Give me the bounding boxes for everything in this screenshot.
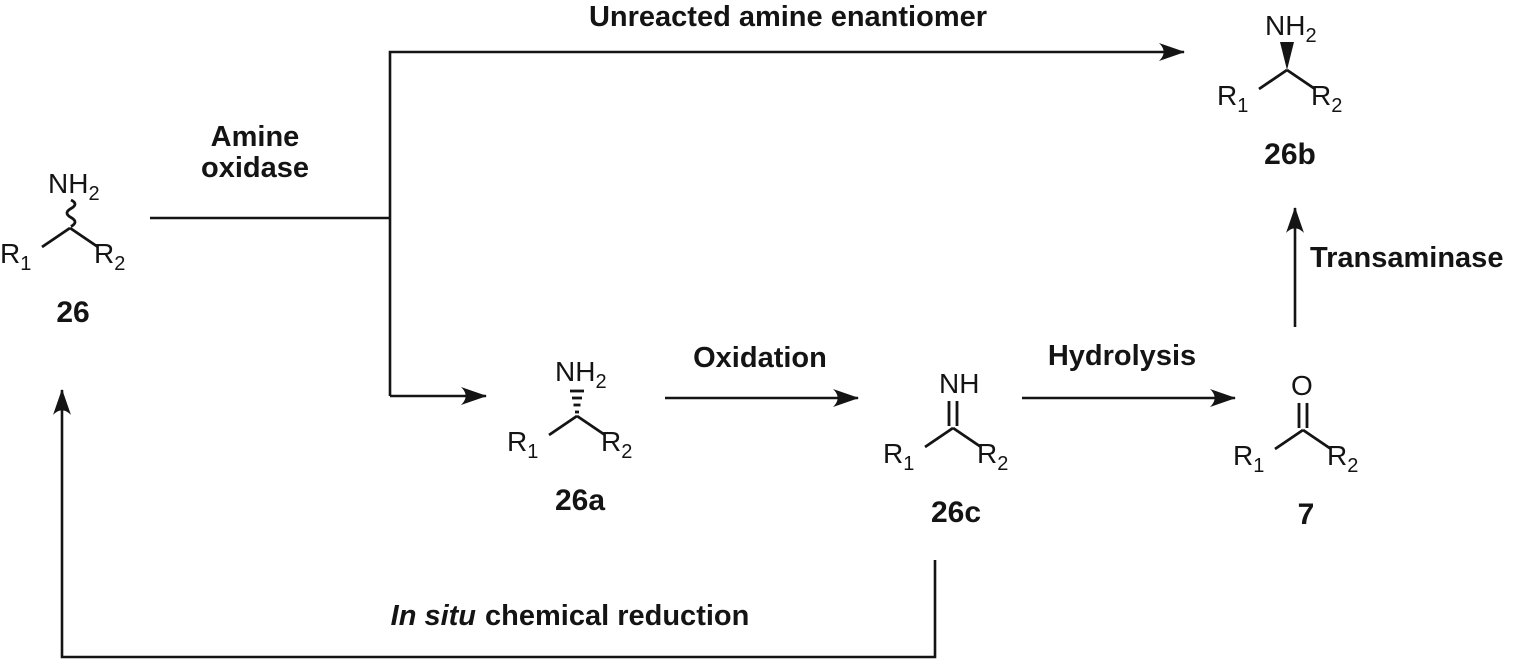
label-oxidation: Oxidation xyxy=(693,342,827,374)
atom-subscript: 2 xyxy=(997,453,1009,475)
atom-text: R xyxy=(1327,440,1348,471)
atom-subscript: 2 xyxy=(621,441,633,463)
c-r2-bond xyxy=(69,226,99,249)
label-amine-oxidase-line2: oxidase xyxy=(201,152,309,184)
atom-text: R xyxy=(1311,80,1332,111)
amine-group-label: NH2 xyxy=(555,358,607,396)
molecule-26c: NH R1 R2 26c xyxy=(881,370,1031,545)
atom-text: NH xyxy=(1265,10,1306,41)
substituent-r2-label: R2 xyxy=(1311,82,1342,120)
molecule-26-bonds xyxy=(41,198,99,249)
molecule-7: O R1 R2 7 xyxy=(1231,372,1381,547)
atom-subscript: 1 xyxy=(1253,455,1265,477)
arrow-in-situ-reduction xyxy=(53,389,937,659)
label-in-situ: In situ xyxy=(390,600,477,632)
atom-subscript: 2 xyxy=(114,253,126,275)
imine-group-label: NH xyxy=(939,370,979,408)
compound-number-26: 26 xyxy=(56,296,90,329)
atom-subscript: 1 xyxy=(20,253,32,275)
compound-number-26b: 26b xyxy=(1264,138,1316,171)
label-amine-oxidase: Amine oxidase xyxy=(135,122,375,184)
c-r2-bond xyxy=(576,414,606,437)
atom-text: R xyxy=(601,426,622,457)
atom-text: NH xyxy=(48,168,89,199)
atom-subscript: 2 xyxy=(1305,25,1317,47)
compound-number-26c: 26c xyxy=(930,496,982,529)
atom-text: R xyxy=(1217,80,1238,111)
atom-text: R xyxy=(883,438,904,469)
atom-text: R xyxy=(0,238,21,269)
molecule-26a-bonds xyxy=(548,389,606,437)
substituent-r1-label: R1 xyxy=(1233,442,1264,480)
substituent-r2-label: R2 xyxy=(94,240,125,278)
label-amine-oxidase-line1: Amine xyxy=(210,121,300,153)
wavy-bond xyxy=(65,198,77,228)
c-r1-bond xyxy=(548,414,578,437)
label-transaminase: Transaminase xyxy=(1310,242,1504,274)
atom-text: R xyxy=(94,238,115,269)
substituent-r1-label: R1 xyxy=(1217,82,1248,120)
atom-text: R xyxy=(1233,440,1254,471)
c-r2-bond xyxy=(952,426,982,449)
atom-subscript: 1 xyxy=(527,441,539,463)
molecule-7-bonds xyxy=(1274,403,1332,451)
atom-text: O xyxy=(1291,370,1313,401)
amine-group-label: NH2 xyxy=(48,170,100,208)
substituent-r2-label: R2 xyxy=(1327,442,1358,480)
arrow-unreacted-enantiomer xyxy=(388,43,1185,396)
label-chemical-reduction: chemical reduction xyxy=(485,600,750,632)
atom-text: NH xyxy=(939,368,980,399)
atom-subscript: 2 xyxy=(1331,95,1343,117)
c-r2-bond xyxy=(1286,68,1316,91)
molecule-26c-bonds xyxy=(924,401,982,449)
molecule-26b: NH2 R1 R2 26b xyxy=(1215,12,1365,187)
substituent-r2-label: R2 xyxy=(977,440,1008,478)
c-r2-bond xyxy=(1302,428,1332,451)
molecule-26b-bonds xyxy=(1258,42,1316,91)
c-r1-bond xyxy=(1258,68,1288,91)
atom-text: R xyxy=(977,438,998,469)
molecule-26a: NH2 R1 R2 26a xyxy=(505,358,655,533)
substituent-r1-label: R1 xyxy=(883,440,914,478)
substituent-r1-label: R1 xyxy=(0,240,31,278)
atom-subscript: 1 xyxy=(903,453,915,475)
atom-subscript: 2 xyxy=(595,371,607,393)
atom-subscript: 2 xyxy=(88,183,100,205)
atom-subscript: 1 xyxy=(1237,95,1249,117)
compound-number-26a: 26a xyxy=(554,484,606,517)
c-r1-bond xyxy=(1274,428,1304,451)
molecule-26: NH2 R1 R2 26 xyxy=(0,170,148,345)
substituent-r2-label: R2 xyxy=(601,428,632,466)
ketone-oxygen-label: O xyxy=(1291,372,1313,410)
atom-text: R xyxy=(507,426,528,457)
substituent-r1-label: R1 xyxy=(507,428,538,466)
atom-subscript: 2 xyxy=(1347,455,1359,477)
bold-wedge-bond xyxy=(1280,42,1294,70)
label-hydrolysis: Hydrolysis xyxy=(1047,340,1197,372)
atom-text: NH xyxy=(555,356,596,387)
c-r1-bond xyxy=(924,426,954,449)
compound-number-7: 7 xyxy=(1297,498,1315,531)
amine-group-label: NH2 xyxy=(1265,12,1317,50)
label-unreacted-amine-enantiomer: Unreacted amine enantiomer xyxy=(588,1,988,33)
c-r1-bond xyxy=(41,226,71,249)
